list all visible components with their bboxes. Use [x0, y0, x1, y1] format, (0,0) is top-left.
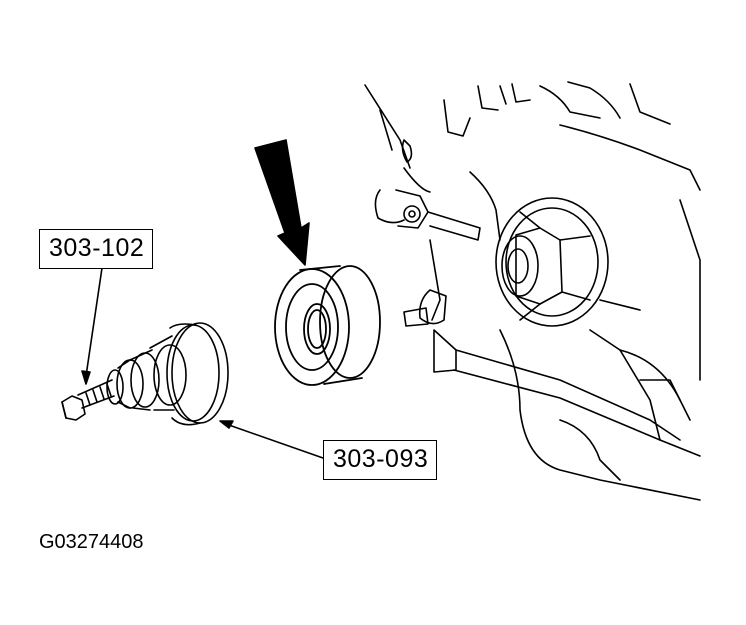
leader-303-093 [219, 420, 324, 459]
crankshaft-front-seal [274, 265, 381, 386]
install-direction-arrow [254, 139, 310, 266]
callout-303-093: 303-093 [323, 440, 438, 480]
callout-303-102: 303-102 [39, 229, 154, 269]
special-tool-assembly [61, 322, 229, 426]
leader-303-102 [81, 267, 103, 385]
figure-id-label: G03274408 [39, 531, 144, 553]
engine-block [364, 81, 701, 501]
